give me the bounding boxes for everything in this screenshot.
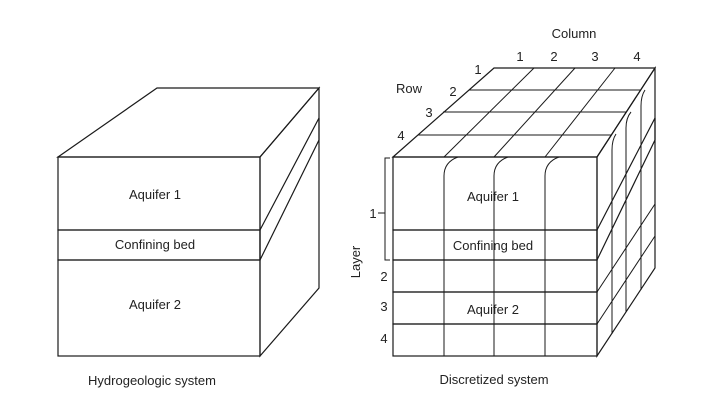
right-aquifer-1-label: Aquifer 1 <box>467 189 519 204</box>
left-aquifer-1-label: Aquifer 1 <box>129 187 181 202</box>
right-side-confining-band <box>596 117 656 261</box>
row-number-4: 4 <box>397 128 404 143</box>
layer-1-bracket <box>384 157 390 261</box>
right-caption: Discretized system <box>439 372 548 387</box>
left-confining-bed-label: Confining bed <box>115 237 195 252</box>
front-column-dividers <box>443 156 560 356</box>
row-number-3: 3 <box>425 105 432 120</box>
left-caption: Hydrogeologic system <box>88 373 216 388</box>
right-layer-2-cells <box>392 259 598 293</box>
left-block-side-face <box>259 86 320 358</box>
row-number-2: 2 <box>449 84 456 99</box>
layer-number-3: 3 <box>380 299 387 314</box>
left-side-confining-band <box>259 117 320 261</box>
column-number-1: 1 <box>516 49 523 64</box>
column-number-3: 3 <box>591 49 598 64</box>
left-block-top-face <box>56 87 321 158</box>
column-axis-title: Column <box>552 26 597 41</box>
layer-number-4: 4 <box>380 331 387 346</box>
column-number-2: 2 <box>550 49 557 64</box>
right-confining-bed-label: Confining bed <box>453 238 533 253</box>
column-number-4: 4 <box>633 49 640 64</box>
layer-axis-title: Layer <box>348 245 363 278</box>
side-layer-dividers <box>596 203 656 325</box>
left-aquifer-2-label: Aquifer 2 <box>129 297 181 312</box>
row-number-1: 1 <box>474 62 481 77</box>
layer-number-1: 1 <box>369 206 376 221</box>
row-axis-title: Row <box>396 81 423 96</box>
hydrogeologic-block: Aquifer 1 Confining bed Aquifer 2 Hydrog… <box>56 86 321 388</box>
side-row-dividers <box>611 89 646 334</box>
right-layer-4-cells <box>392 323 598 357</box>
layer-number-2: 2 <box>380 269 387 284</box>
right-aquifer-2-label: Aquifer 2 <box>467 302 519 317</box>
top-face-grid <box>418 67 641 158</box>
discretized-block: Aquifer 1 Confining bed Aquifer 2 Column… <box>348 26 657 387</box>
right-block-side-face <box>596 65 656 359</box>
